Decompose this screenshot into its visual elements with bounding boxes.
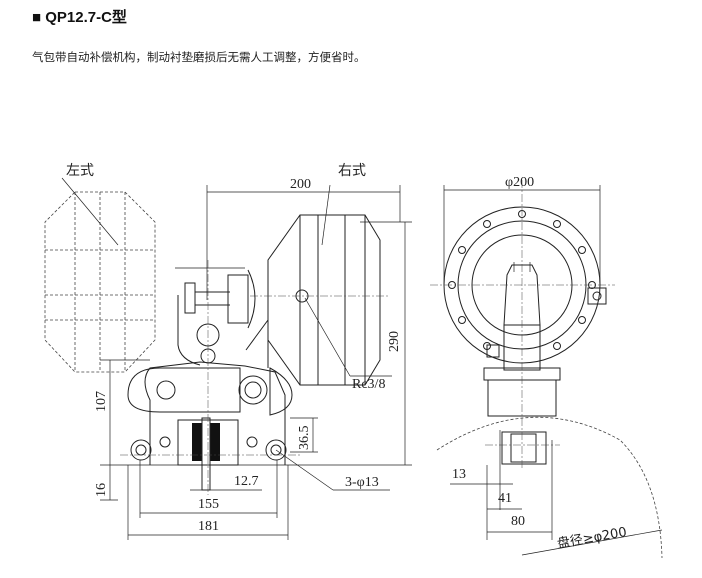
page-title: ■ QP12.7-C型 [32, 9, 127, 26]
dim-41: 41 [498, 491, 512, 506]
right-style-air-drum [250, 184, 392, 386]
left-view-dimensions [100, 185, 412, 540]
dim-36-5: 36.5 [297, 426, 312, 451]
dim-181: 181 [198, 519, 219, 534]
side-view [430, 180, 663, 559]
left-style-label: 左式 [66, 163, 94, 179]
dim-16: 16 [94, 483, 109, 497]
dim-107: 107 [94, 391, 109, 412]
caliper-body [120, 260, 300, 495]
port-size-label: Rc3/8 [352, 377, 385, 392]
disc-diameter-note: 盘径≥φ200 [556, 524, 628, 552]
dim-width-200: 200 [290, 177, 311, 192]
dim-12-7: 12.7 [234, 474, 259, 489]
mounting-holes-label: 3-φ13 [345, 475, 379, 490]
left-style-ghost-drum [44, 177, 156, 373]
dim-155: 155 [198, 497, 219, 512]
dim-80: 80 [511, 514, 525, 529]
dim-13: 13 [452, 467, 466, 482]
right-style-label: 右式 [338, 163, 366, 179]
dim-height-290: 290 [387, 331, 402, 352]
dim-diameter-200: φ200 [505, 175, 534, 190]
side-view-dimensions [443, 185, 663, 556]
product-description: 气包带自动补偿机构，制动衬垫磨损后无需人工调整，方便省时。 [32, 50, 366, 64]
